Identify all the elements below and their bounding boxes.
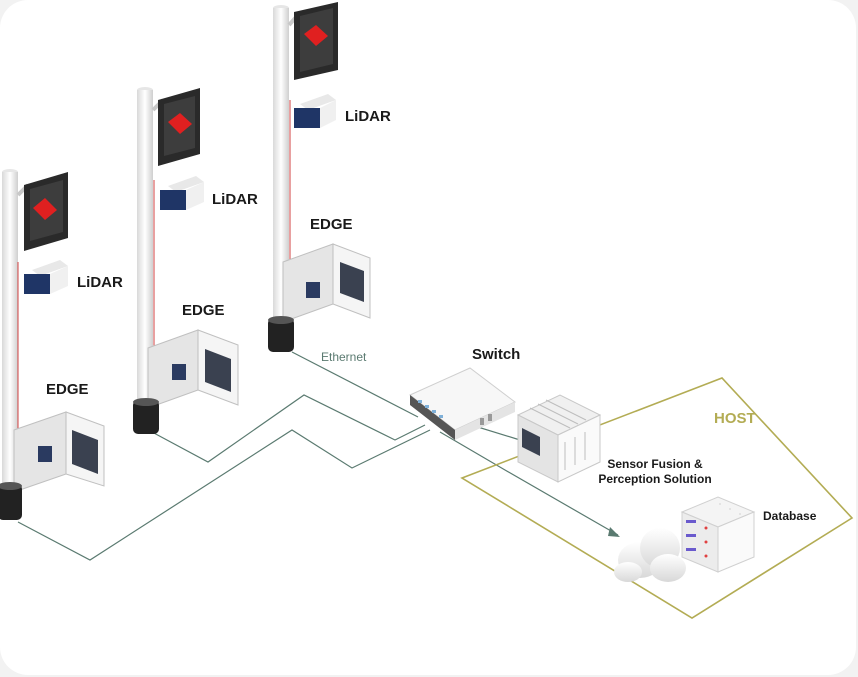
edge-box-1 (13, 411, 105, 493)
lidar-label-1: LiDAR (77, 274, 123, 291)
edge-box-3 (282, 243, 371, 323)
connection-pole1-switch (17, 429, 431, 561)
signal-panel-3 (294, 2, 338, 80)
arrow-head (608, 527, 620, 537)
pole-2 (133, 87, 239, 434)
database-server-icon (680, 496, 756, 573)
lidar-label-2: LiDAR (212, 191, 258, 208)
pole-1 (0, 169, 105, 520)
edge-label-1: EDGE (46, 381, 89, 398)
lidar-3 (294, 94, 336, 128)
database-label: Database (763, 509, 817, 523)
edge-box-2 (147, 329, 239, 409)
connection-pole3-switch (291, 351, 419, 418)
sensor-fusion-label: Sensor Fusion & Perception Solution (592, 457, 718, 487)
cloud-icon (614, 528, 686, 582)
ethernet-label: Ethernet (321, 350, 367, 364)
sensor-fusion-computer (516, 394, 602, 483)
connection-pole2-switch (151, 394, 426, 463)
switch-label: Switch (472, 346, 521, 363)
sensor-fusion-label-line2: Perception Solution (598, 472, 712, 486)
network-switch (409, 367, 516, 440)
signal-panel-2 (158, 88, 200, 166)
sensor-fusion-label-line1: Sensor Fusion & (607, 457, 703, 471)
lidar-1 (24, 260, 68, 294)
host-label: HOST (714, 410, 756, 427)
lidar-label-3: LiDAR (345, 108, 391, 125)
ethernet-connections (17, 351, 619, 561)
connection-switch-cloud (439, 431, 619, 536)
edge-label-2: EDGE (182, 302, 225, 319)
edge-label-3: EDGE (310, 216, 353, 233)
lidar-2 (160, 176, 204, 210)
pole-3 (268, 2, 371, 352)
signal-panel-1 (24, 172, 68, 251)
